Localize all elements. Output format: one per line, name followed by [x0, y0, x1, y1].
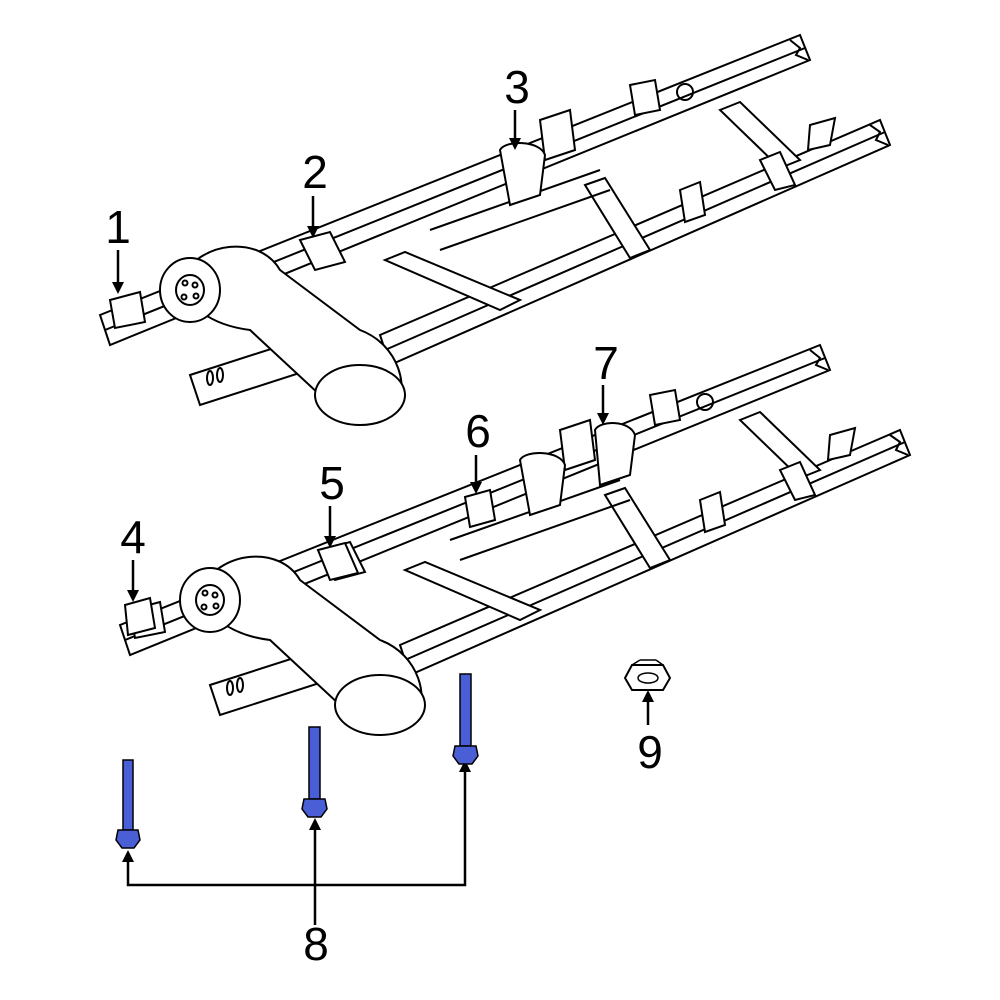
- nut-part-9[interactable]: [623, 659, 672, 691]
- callout-3: 3: [504, 61, 530, 113]
- callout-1: 1: [105, 201, 131, 253]
- callout-6: 6: [465, 405, 491, 457]
- bolt-part-8-left[interactable]: [115, 759, 141, 849]
- bolt-part-8-right[interactable]: [452, 673, 479, 765]
- callout-9: 9: [637, 726, 663, 778]
- callout-8: 8: [303, 918, 329, 970]
- callout-arrows: [112, 110, 654, 925]
- callout-5: 5: [319, 457, 345, 509]
- callout-7: 7: [593, 337, 619, 389]
- bolt-part-8-middle[interactable]: [301, 726, 328, 818]
- lower-hanger-6: [123, 422, 637, 637]
- frame-bottom-view: [119, 344, 911, 736]
- callout-2: 2: [302, 146, 328, 198]
- callout-4: 4: [120, 511, 146, 563]
